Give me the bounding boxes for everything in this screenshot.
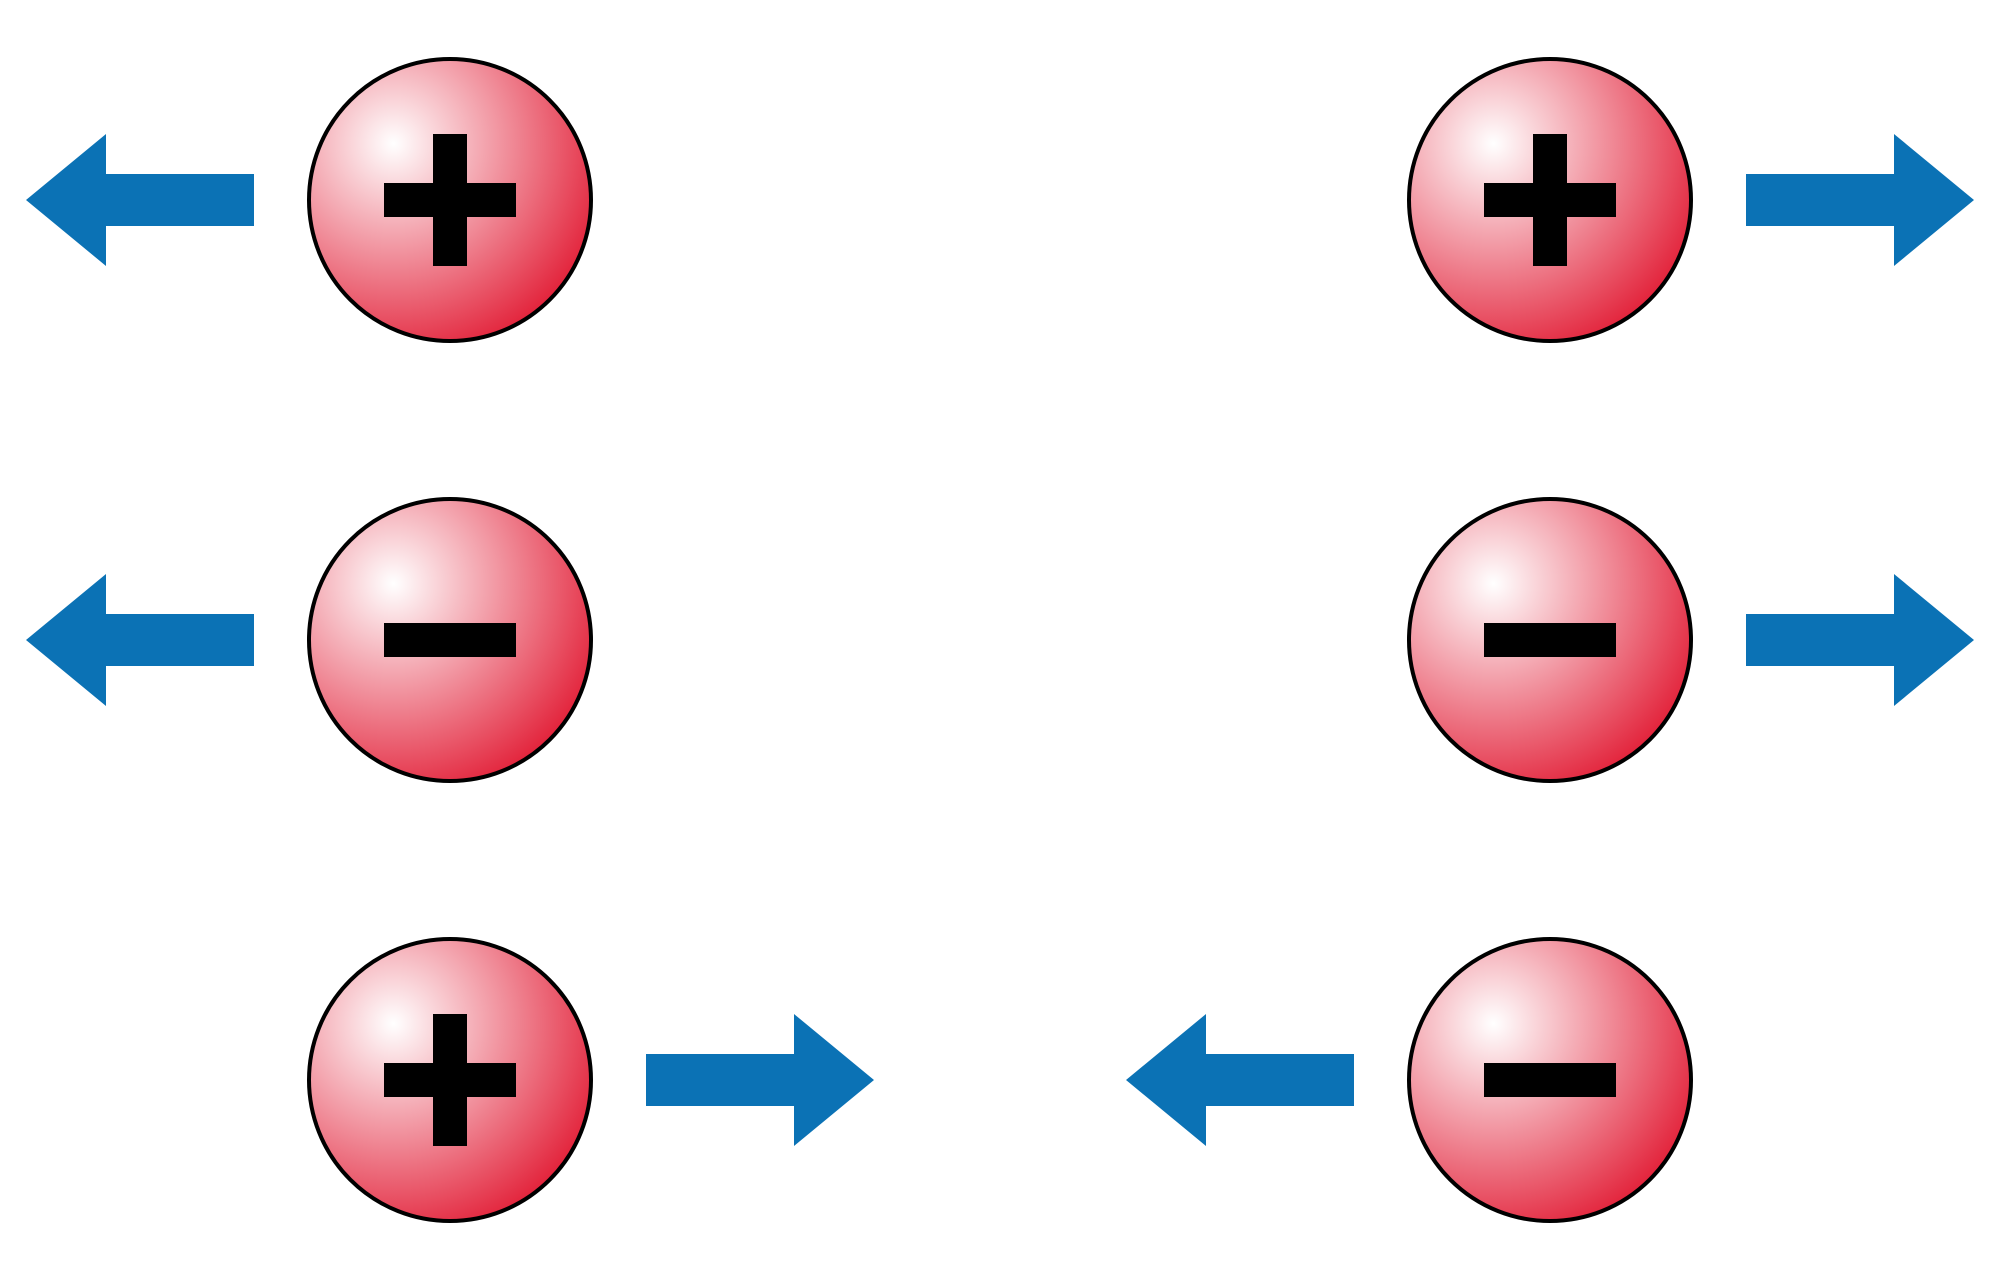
arrow-right-icon	[1746, 134, 1974, 266]
minus-bar-icon	[1484, 623, 1616, 657]
positive-charge-right	[1407, 57, 1693, 343]
plus-vertical-bar-icon	[433, 134, 467, 266]
plus-vertical-bar-icon	[433, 1014, 467, 1146]
arrow-right-icon	[1746, 574, 1974, 706]
minus-bar-icon	[384, 623, 516, 657]
arrow-right-icon	[646, 1014, 874, 1146]
minus-bar-icon	[1484, 1063, 1616, 1097]
negative-charge-right	[1407, 497, 1693, 783]
positive-charge-left	[307, 57, 593, 343]
positive-charge-left	[307, 937, 593, 1223]
negative-charge-right	[1407, 937, 1693, 1223]
diagram-layer	[26, 57, 1974, 1223]
interaction-row-3-attract	[307, 937, 1693, 1223]
interaction-row-1-repel	[26, 57, 1974, 343]
interaction-row-2-repel	[26, 497, 1974, 783]
arrow-left-icon	[26, 134, 254, 266]
arrow-left-icon	[1126, 1014, 1354, 1146]
arrow-left-icon	[26, 574, 254, 706]
plus-vertical-bar-icon	[1533, 134, 1567, 266]
negative-charge-left	[307, 497, 593, 783]
